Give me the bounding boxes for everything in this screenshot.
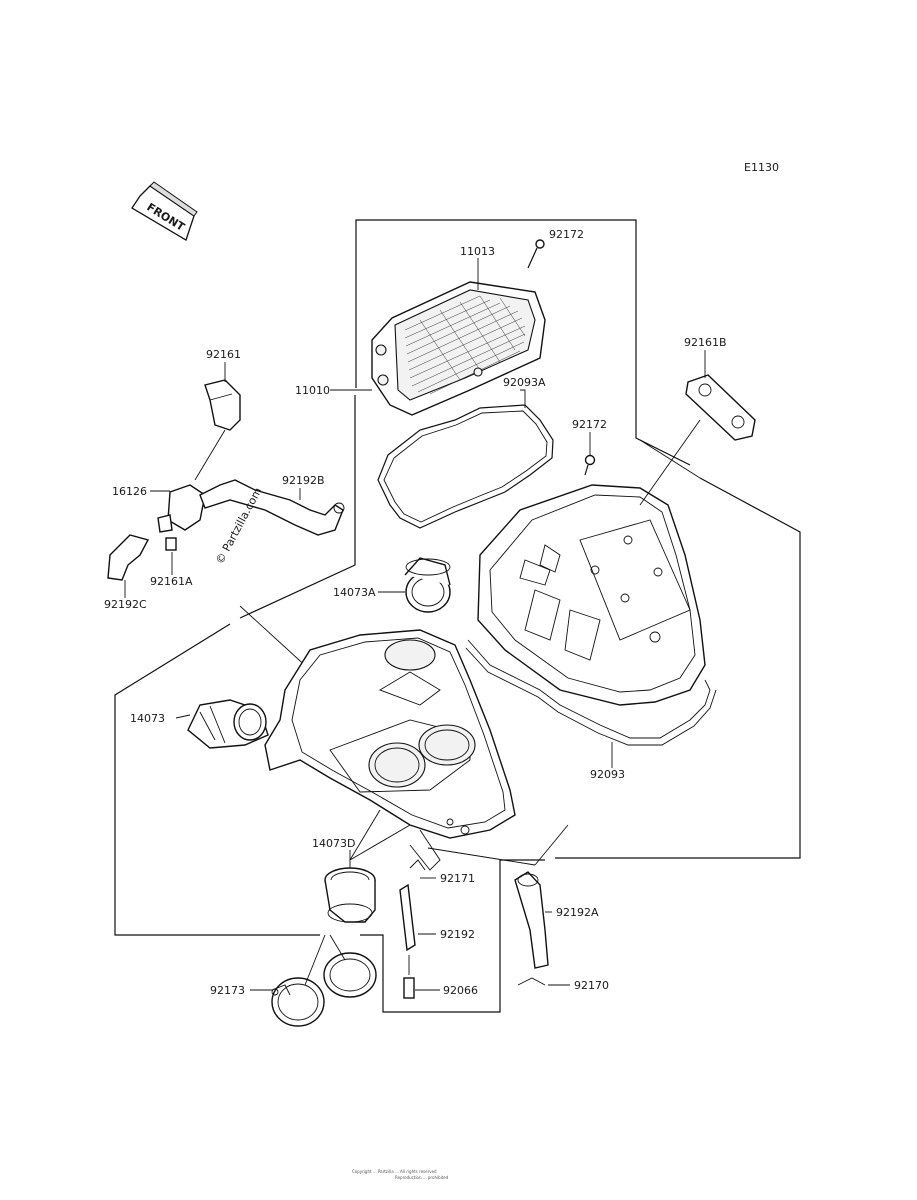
rubber-plate xyxy=(685,374,756,441)
intake-duct-left xyxy=(187,699,269,749)
screw-icon xyxy=(584,454,596,476)
label-92192B: 92192B xyxy=(282,474,325,487)
air-filter-element xyxy=(371,281,546,416)
footer-copyright: Copyright ... Partzilla ... All rights r… xyxy=(352,1169,437,1174)
intake-funnel xyxy=(324,809,411,923)
label-11010: 11010 xyxy=(295,384,330,397)
label-16126: 16126 xyxy=(112,485,147,498)
footer-reproduction: Reproduction ... prohibited xyxy=(395,1175,449,1180)
label-92192: 92192 xyxy=(440,928,475,941)
drain-hose-assembly xyxy=(399,859,426,999)
label-92093A: 92093A xyxy=(503,376,546,389)
label-92173: 92173 xyxy=(210,984,245,997)
label-92093: 92093 xyxy=(590,768,625,781)
label-92066: 92066 xyxy=(443,984,478,997)
label-11013: 11013 xyxy=(460,245,495,258)
label-14073D: 14073D xyxy=(312,837,355,850)
label-92192A: 92192A xyxy=(556,906,599,919)
label-92161A: 92161A xyxy=(150,575,193,588)
label-92172-top: 92172 xyxy=(549,228,584,241)
leader-lines xyxy=(124,258,706,991)
air-cleaner-upper-case xyxy=(477,419,706,706)
label-92170: 92170 xyxy=(574,979,609,992)
label-14073: 14073 xyxy=(130,712,165,725)
label-92192C: 92192C xyxy=(104,598,147,611)
diagram-code: E1130 xyxy=(744,161,779,174)
gasket-upper xyxy=(377,404,554,529)
hose-clamps xyxy=(271,934,377,1027)
label-92161: 92161 xyxy=(206,348,241,361)
part-labels: 92172 11013 11010 92093A 92172 92161B 92… xyxy=(104,228,727,997)
label-92161B: 92161B xyxy=(684,336,727,349)
intake-duct-top xyxy=(404,557,451,613)
breather-hose-right xyxy=(427,824,569,986)
air-cleaner-lower-case xyxy=(264,629,516,871)
gasket-lower xyxy=(465,639,717,746)
screw-icon xyxy=(527,239,545,269)
label-14073A: 14073A xyxy=(333,586,376,599)
label-92171: 92171 xyxy=(440,872,475,885)
front-arrow-icon: FRONT xyxy=(131,181,198,241)
assembly-outline xyxy=(114,219,801,1013)
label-92172-mid: 92172 xyxy=(572,418,607,431)
